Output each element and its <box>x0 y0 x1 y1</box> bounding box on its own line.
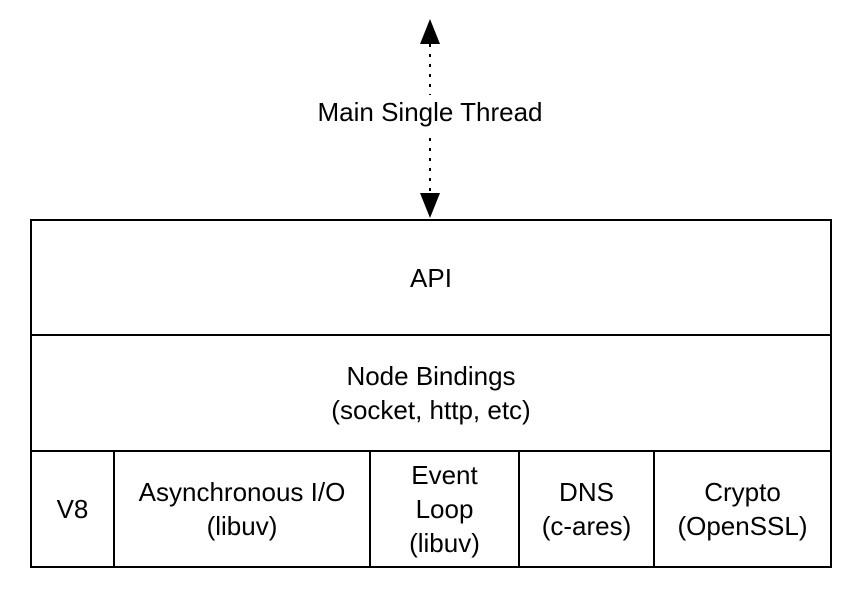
arrow-head-up <box>420 19 440 44</box>
main-thread-arrow <box>420 19 440 218</box>
crypto-cell: Crypto (OpenSSL) <box>655 452 830 566</box>
event-loop-title-2: Loop <box>415 494 474 524</box>
node-bindings-layer: Node Bindings (socket, http, etc) <box>32 336 830 452</box>
v8-cell: V8 <box>32 452 115 566</box>
crypto-subtitle: (OpenSSL) <box>677 511 808 541</box>
v8-label: V8 <box>56 494 89 524</box>
event-loop-cell: Event Loop (libuv) <box>371 452 520 566</box>
crypto-title: Crypto <box>704 477 781 507</box>
dns-subtitle: (c-ares) <box>541 511 632 541</box>
node-architecture-stack: API Node Bindings (socket, http, etc) V8… <box>30 219 832 568</box>
event-loop-subtitle: (libuv) <box>409 528 480 558</box>
api-label: API <box>410 262 452 293</box>
event-loop-title-1: Event <box>411 460 478 490</box>
dns-title: DNS <box>559 477 614 507</box>
async-io-subtitle: (libuv) <box>206 511 278 541</box>
async-io-cell: Asynchronous I/O (libuv) <box>115 452 371 566</box>
async-io-title: Asynchronous I/O <box>138 477 346 507</box>
main-thread-label: Main Single Thread <box>230 95 630 129</box>
node-bindings-subtitle: (socket, http, etc) <box>331 395 531 425</box>
api-layer: API <box>32 221 830 336</box>
arrow-head-down <box>420 193 440 218</box>
components-layer: V8 Asynchronous I/O (libuv) Event Loop (… <box>32 452 830 566</box>
node-bindings-title: Node Bindings <box>346 361 516 391</box>
dns-cell: DNS (c-ares) <box>520 452 655 566</box>
